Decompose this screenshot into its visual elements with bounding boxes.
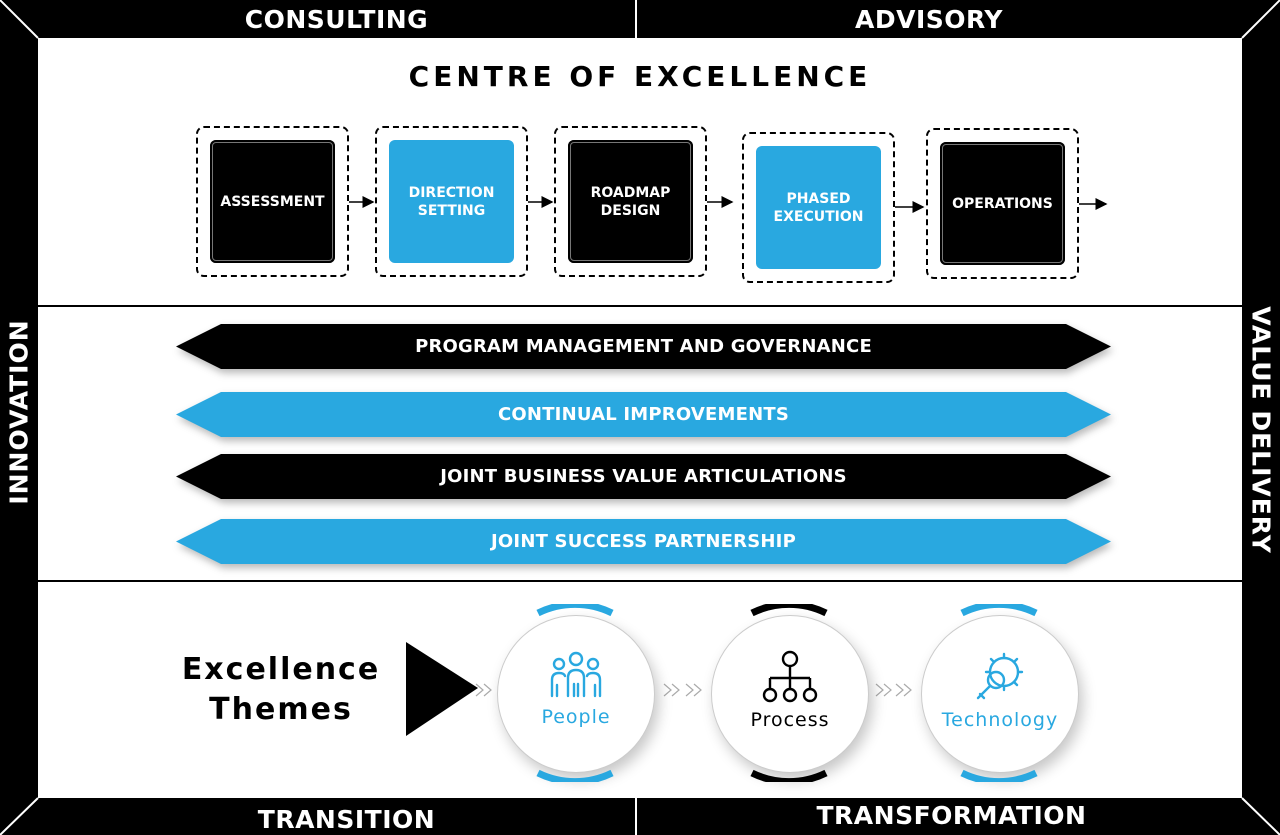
step-phased-execution: PHASED EXECUTION bbox=[742, 132, 895, 283]
frame-label-innovation: INNOVATION bbox=[4, 319, 34, 505]
section-divider-1 bbox=[38, 305, 1242, 307]
step-phased-execution-label: PHASED EXECUTION bbox=[756, 146, 881, 269]
banner-continual-improvements: CONTINUAL IMPROVEMENTS bbox=[176, 392, 1111, 437]
theme-process: Process bbox=[711, 615, 869, 773]
people-icon bbox=[550, 651, 602, 698]
step-direction-setting: DIRECTION SETTING bbox=[375, 126, 528, 277]
theme-people: People bbox=[497, 615, 655, 773]
theme-technology: Technology bbox=[921, 615, 1079, 773]
gear-search-icon bbox=[976, 652, 1024, 700]
frame-corner-bl bbox=[0, 797, 39, 835]
banner-program-management-label: PROGRAM MANAGEMENT AND GOVERNANCE bbox=[415, 336, 872, 357]
coe-title: CENTRE OF EXCELLENCE bbox=[408, 60, 872, 93]
step-roadmap-design: ROADMAP DESIGN bbox=[554, 126, 707, 277]
banner-joint-success-label: JOINT SUCCESS PARTNERSHIP bbox=[491, 531, 796, 552]
org-chart-icon bbox=[762, 650, 818, 703]
frame-label-transition: TRANSITION bbox=[257, 805, 436, 834]
theme-people-label: People bbox=[541, 706, 611, 728]
section-divider-2 bbox=[38, 580, 1242, 582]
themes-title-line2: Themes bbox=[209, 692, 353, 727]
theme-process-label: Process bbox=[750, 709, 830, 731]
themes-title: Excellence Themes bbox=[176, 650, 386, 730]
step-assessment-label: ASSESSMENT bbox=[210, 140, 335, 263]
frame-label-transformation: TRANSFORMATION bbox=[816, 801, 1087, 830]
themes-pointer-triangle bbox=[406, 642, 478, 736]
frame-label-advisory: ADVISORY bbox=[855, 5, 1003, 34]
themes-pointer bbox=[406, 642, 478, 736]
banner-program-management: PROGRAM MANAGEMENT AND GOVERNANCE bbox=[176, 324, 1111, 369]
banner-joint-success: JOINT SUCCESS PARTNERSHIP bbox=[176, 519, 1111, 564]
banner-continual-improvements-label: CONTINUAL IMPROVEMENTS bbox=[498, 404, 789, 425]
main-panel: CENTRE OF EXCELLENCE ASSESSMENT DIRECTIO… bbox=[38, 38, 1242, 798]
frame-label-value-delivery: VALUE DELIVERY bbox=[1246, 306, 1276, 554]
banner-joint-business-value: JOINT BUSINESS VALUE ARTICULATIONS bbox=[176, 454, 1111, 499]
theme-technology-label: Technology bbox=[941, 709, 1059, 731]
frame-label-consulting: CONSULTING bbox=[244, 5, 429, 34]
step-assessment: ASSESSMENT bbox=[196, 126, 349, 277]
step-operations: OPERATIONS bbox=[926, 128, 1079, 279]
frame-corner-tr bbox=[1241, 0, 1280, 39]
step-operations-label: OPERATIONS bbox=[940, 142, 1065, 265]
step-roadmap-design-label: ROADMAP DESIGN bbox=[568, 140, 693, 263]
frame-corner-tl bbox=[0, 0, 39, 39]
themes-title-line1: Excellence bbox=[181, 652, 381, 687]
banner-joint-business-value-label: JOINT BUSINESS VALUE ARTICULATIONS bbox=[440, 466, 847, 487]
step-direction-setting-label: DIRECTION SETTING bbox=[389, 140, 514, 263]
